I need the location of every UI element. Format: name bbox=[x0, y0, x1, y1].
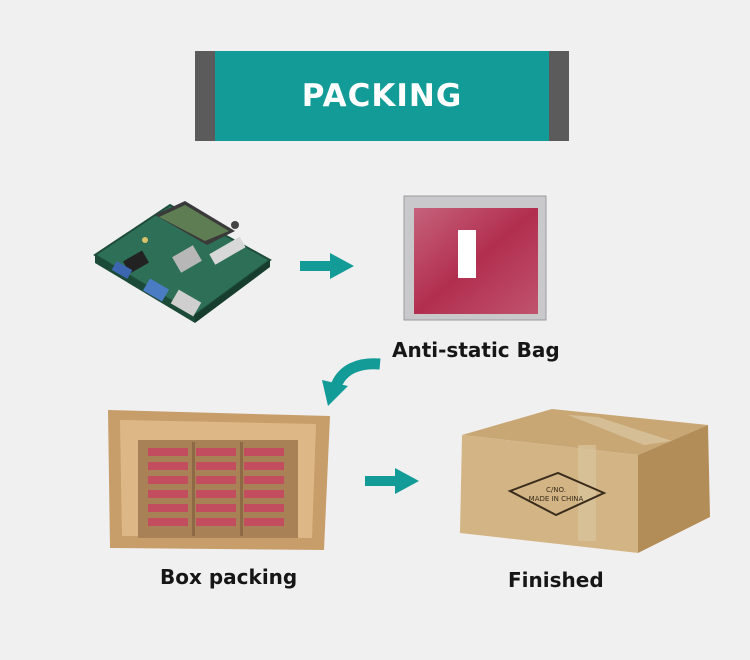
arrow-right-icon bbox=[300, 253, 354, 279]
antistatic-bag-image bbox=[403, 195, 547, 321]
caption-box-packing: Box packing bbox=[160, 565, 298, 589]
open-box-image bbox=[108, 410, 330, 550]
carton-mark-line1: C/NO. bbox=[546, 486, 566, 494]
carton-box-image: C/NO. MADE IN CHINA bbox=[460, 409, 710, 553]
page-title: PACKING bbox=[301, 78, 463, 114]
packing-banner: PACKING bbox=[195, 51, 569, 141]
arrow-right-icon-2 bbox=[365, 468, 419, 494]
packing-banner-center: PACKING bbox=[215, 51, 549, 141]
curved-arrow-icon bbox=[322, 358, 381, 406]
carton-mark-line2: MADE IN CHINA bbox=[529, 495, 584, 503]
caption-antistatic-bag: Anti-static Bag bbox=[392, 338, 560, 362]
motherboard-image bbox=[93, 201, 272, 323]
caption-finished: Finished bbox=[508, 568, 604, 592]
